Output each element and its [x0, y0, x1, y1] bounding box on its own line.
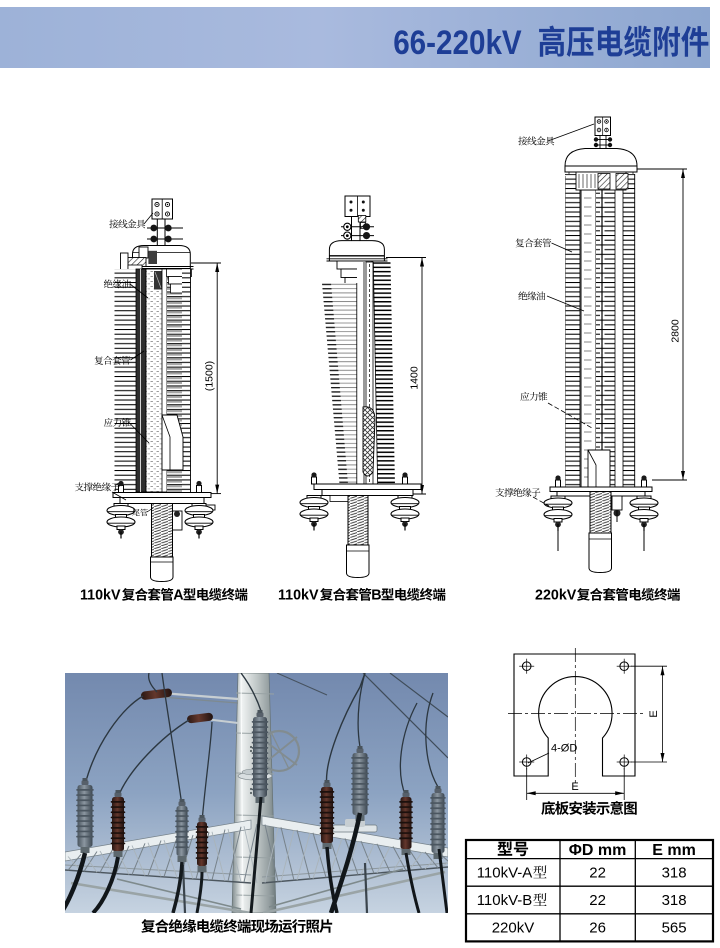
svg-text:1400: 1400 — [409, 366, 421, 390]
svg-text:318: 318 — [662, 865, 687, 882]
svg-text:ΦD mm: ΦD mm — [569, 842, 627, 859]
svg-text:110kV: 110kV — [80, 587, 121, 603]
svg-text:565: 565 — [662, 920, 687, 937]
svg-text:B: B — [371, 587, 381, 603]
svg-text:26: 26 — [589, 920, 606, 937]
svg-text:E mm: E mm — [652, 842, 696, 859]
svg-text:E: E — [571, 781, 578, 793]
svg-text:22: 22 — [589, 892, 606, 909]
svg-text:220kV: 220kV — [535, 587, 577, 603]
svg-text:110kV: 110kV — [278, 587, 319, 603]
svg-text:E: E — [648, 710, 660, 717]
svg-text:(1500): (1500) — [204, 361, 216, 391]
svg-text:66-220kV: 66-220kV — [393, 23, 522, 61]
svg-text:110kV-B: 110kV-B — [477, 892, 533, 909]
svg-text:4-ØD: 4-ØD — [551, 743, 577, 755]
svg-text:2800: 2800 — [670, 319, 682, 343]
svg-text:22: 22 — [589, 865, 606, 882]
svg-text:110kV-A: 110kV-A — [477, 865, 533, 882]
svg-text:318: 318 — [662, 892, 687, 909]
svg-text:220kV: 220kV — [492, 920, 535, 937]
svg-text:A: A — [173, 587, 184, 603]
